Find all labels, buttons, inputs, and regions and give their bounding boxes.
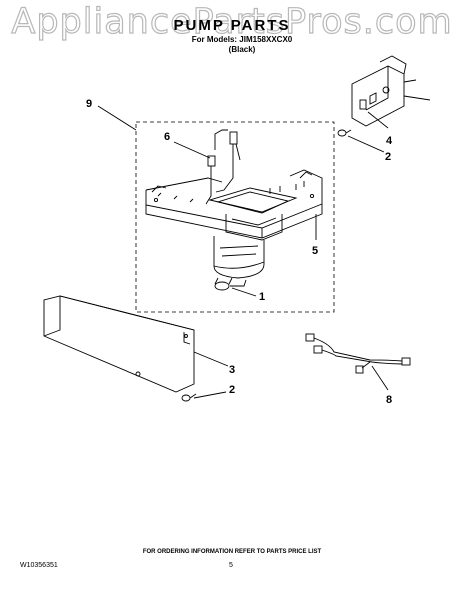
panel-screw	[181, 393, 197, 402]
callout-4: 4	[386, 135, 393, 147]
leader-line-1	[231, 287, 257, 297]
callout-3: 3	[229, 364, 235, 376]
pump-base-tray	[145, 169, 323, 241]
leader-line-2b	[193, 391, 227, 399]
cover-panel	[43, 295, 195, 393]
pump-motor	[213, 236, 265, 291]
leader-line-4	[367, 111, 389, 129]
callout-9: 9	[86, 98, 92, 110]
color-line: (Black)	[228, 45, 256, 54]
leader-line-9	[97, 105, 137, 131]
callout-1: 1	[259, 291, 265, 303]
ordering-note: FOR ORDERING INFORMATION REFER TO PARTS …	[142, 549, 322, 555]
callout-6: 6	[164, 131, 170, 143]
callout-labels: 9 6 4 2 5 1 3 2 8	[86, 98, 393, 406]
page-title: PUMP PARTS	[173, 17, 291, 34]
callout-2-lower: 2	[229, 384, 235, 396]
assembly-boundary	[135, 121, 335, 313]
bracket-screw	[337, 129, 352, 137]
callout-8: 8	[386, 394, 392, 406]
model-info: For Models: JIM158XXCX0 (Black)	[172, 35, 312, 55]
wire-connectors	[205, 129, 241, 205]
page-number: 5	[229, 562, 233, 569]
wire-harness	[305, 333, 411, 374]
mounting-bracket	[351, 55, 431, 127]
leader-line-8	[371, 365, 389, 391]
leader-line-2a	[347, 135, 385, 153]
callout-2-upper: 2	[385, 151, 391, 163]
leader-line-3	[193, 351, 229, 367]
callout-5: 5	[312, 245, 318, 257]
models-line: For Models: JIM158XXCX0	[191, 35, 293, 44]
document-number: W10356351	[20, 562, 58, 569]
watermark-logo: AppliancePartsPros.com	[11, 1, 453, 42]
leader-line-6	[173, 141, 211, 159]
